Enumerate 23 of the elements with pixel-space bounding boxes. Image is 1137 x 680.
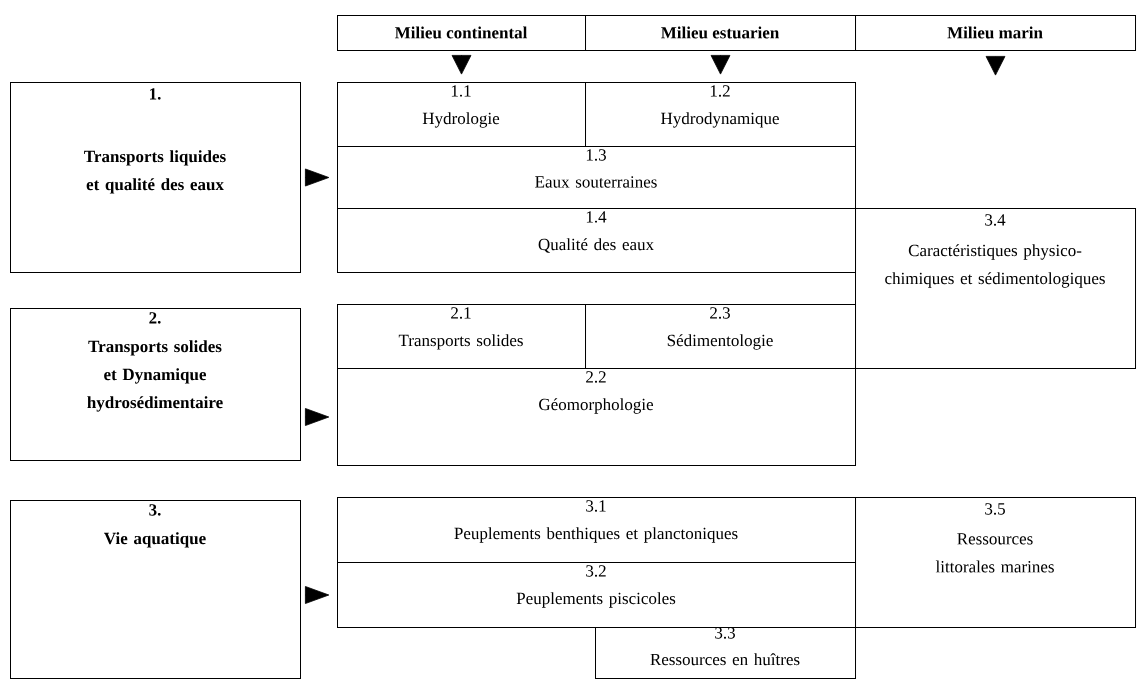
theme-box: 3. Vie aquatique xyxy=(10,500,301,679)
arrow xyxy=(304,586,330,604)
table-cell: 3.2 Peuplements piscicoles xyxy=(337,562,856,628)
table-cell: 2.1 Transports solides xyxy=(337,304,586,369)
table-cell: 2.3 Sédimentologie xyxy=(585,304,856,369)
column-header: Milieu marin xyxy=(855,15,1136,51)
theme-box: 1. Transports liquides et qualité des eaux xyxy=(10,82,301,273)
table-cell: 3.4 Caractéristiques physico-chimiques et sédimentologiques xyxy=(855,208,1136,369)
table-cell: 1.4 Qualité des eaux xyxy=(337,208,856,273)
table-cell: 1.1 Hydrologie xyxy=(337,82,586,147)
arrow xyxy=(710,54,731,75)
table-cell: 3.5 Ressources littorales marines xyxy=(855,497,1136,628)
theme-box: 2. Transports solides et Dynamique hydrosédimentaire xyxy=(10,308,301,461)
arrow xyxy=(304,408,330,426)
column-header: Milieu continental xyxy=(337,15,586,51)
column-header: Milieu estuarien xyxy=(585,15,856,51)
arrow xyxy=(451,54,472,75)
table-cell: 1.2 Hydrodynamique xyxy=(585,82,856,147)
table-cell: 2.2 Géomorphologie xyxy=(337,368,856,466)
arrow xyxy=(985,55,1006,76)
table-cell: 1.3 Eaux souterraines xyxy=(337,146,856,209)
table-cell: 3.1 Peuplements benthiques et planctoniques xyxy=(337,497,856,563)
arrow xyxy=(304,168,330,187)
